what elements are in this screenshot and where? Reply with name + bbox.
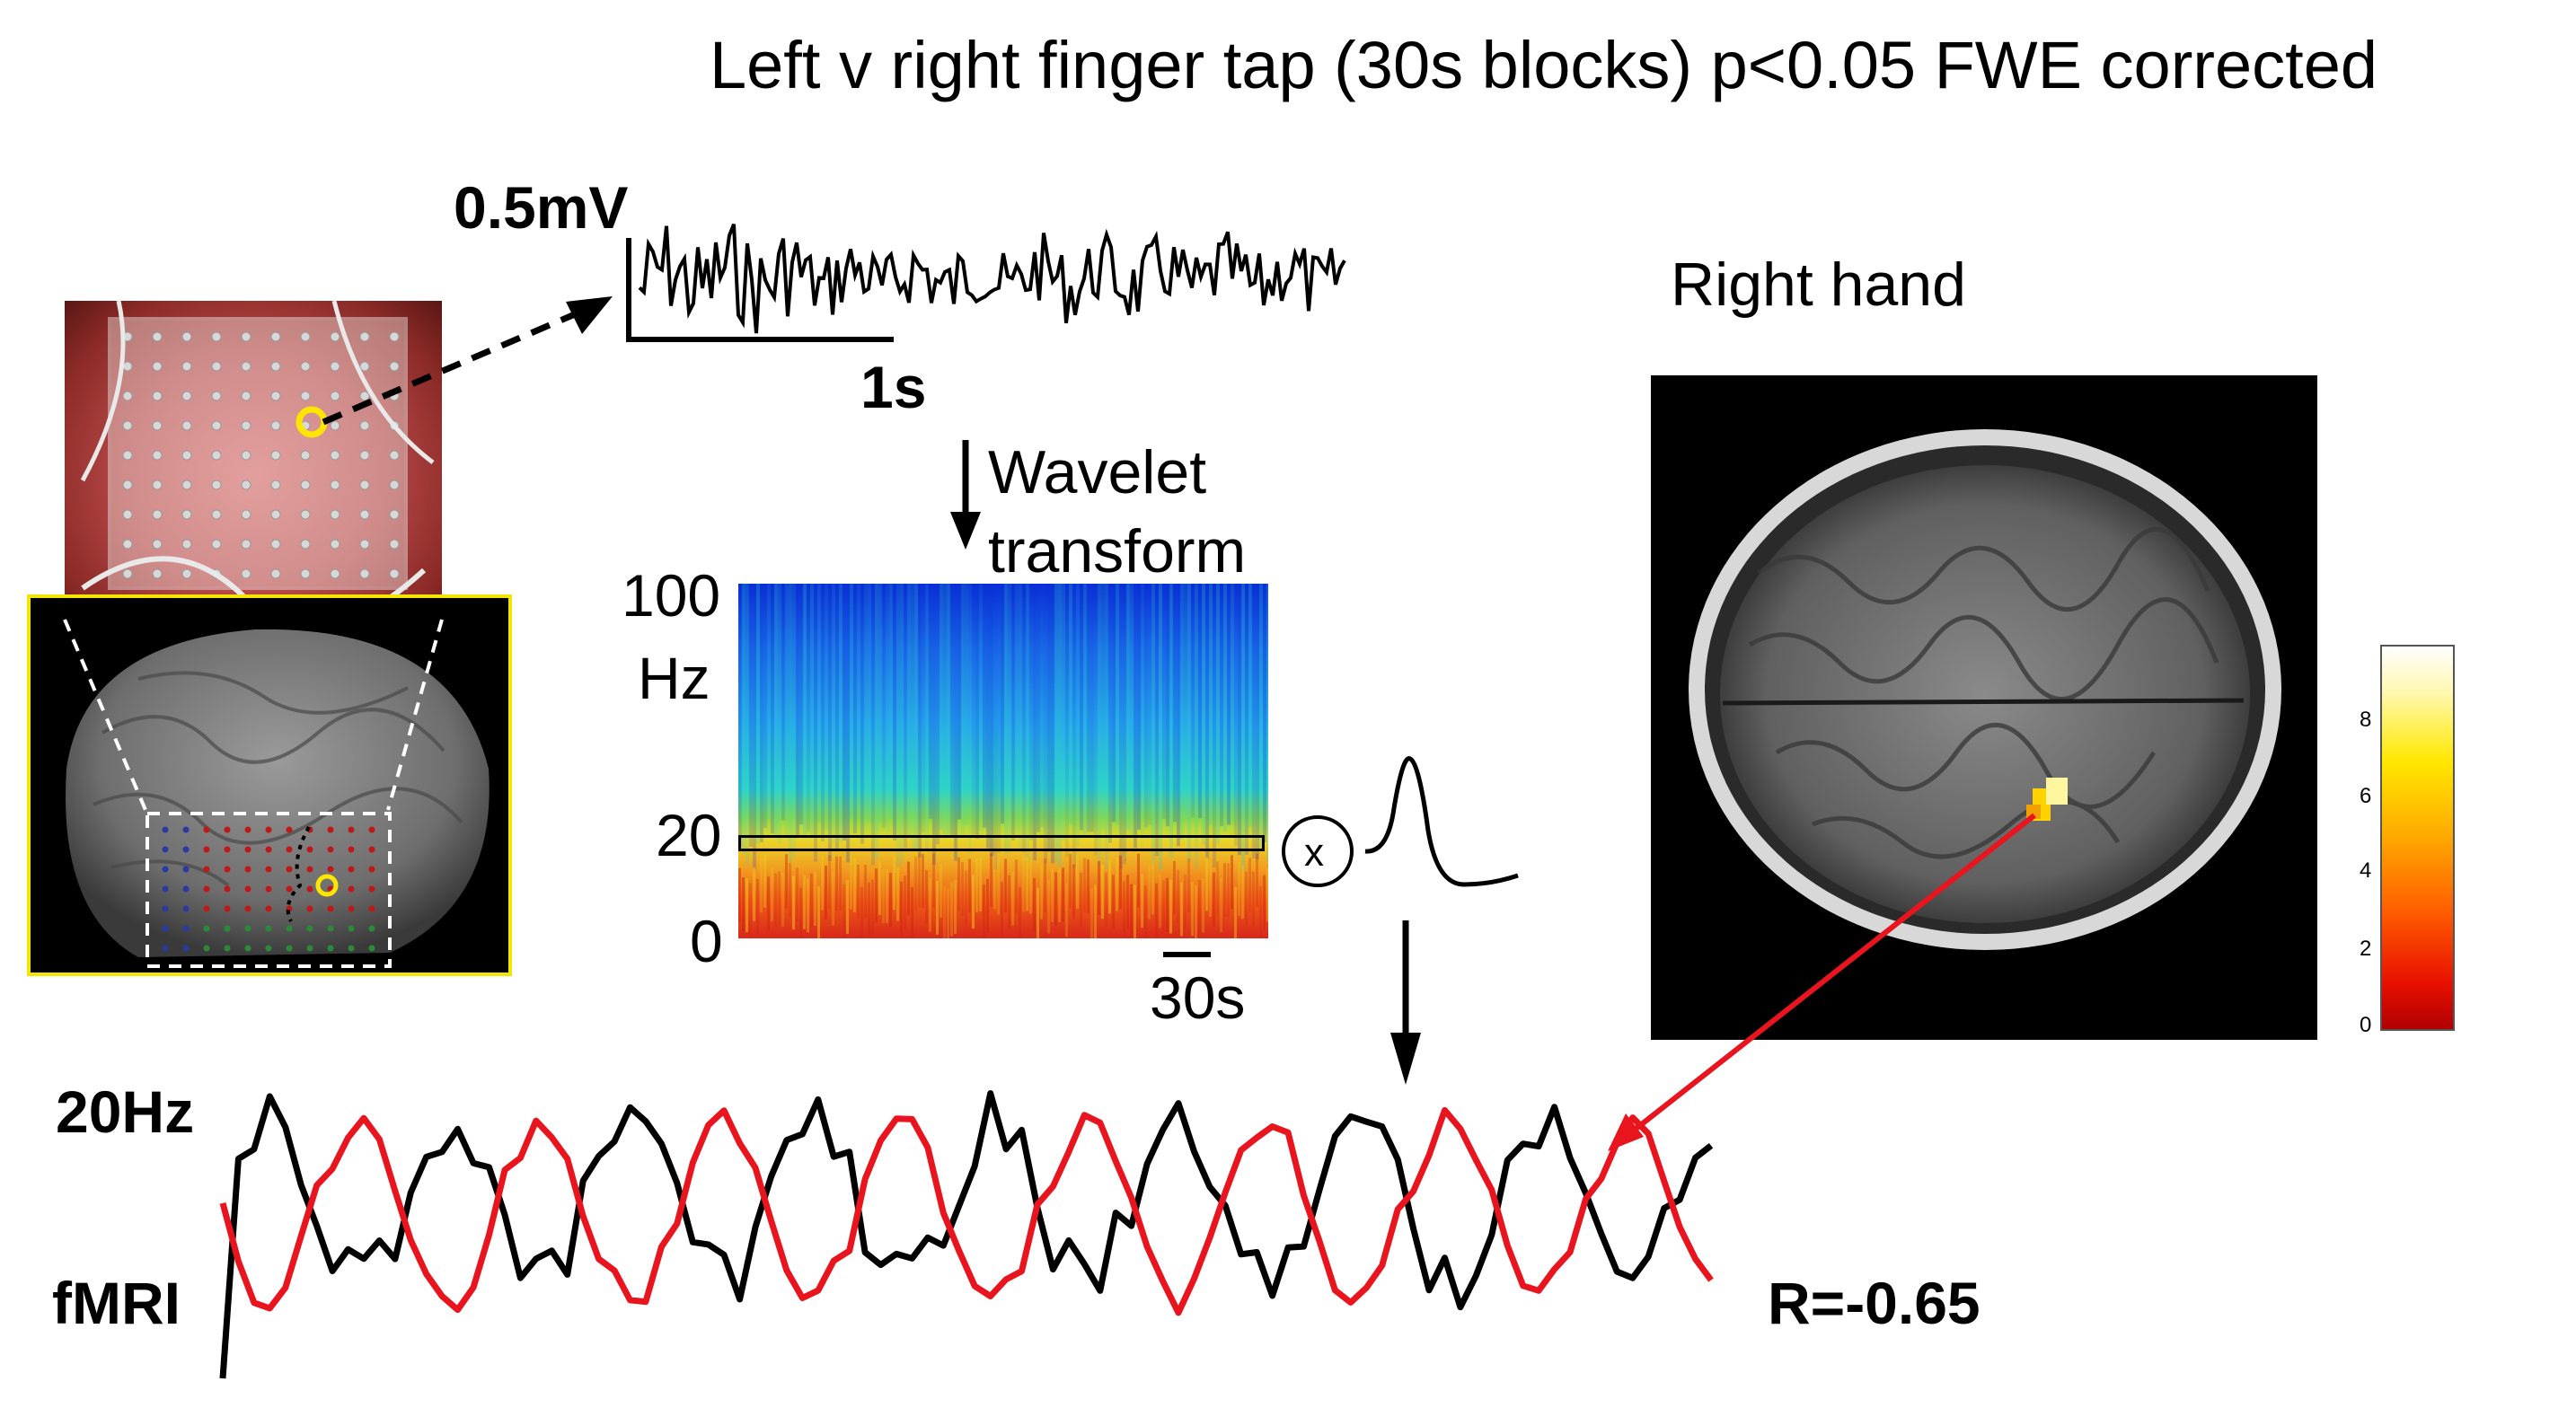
freq-tick-20: 20 bbox=[656, 802, 722, 868]
colorbar-tick-6: 6 bbox=[2360, 784, 2372, 808]
colorbar-tick-2: 2 bbox=[2360, 937, 2372, 961]
spectrogram-time-label: 30s bbox=[1150, 964, 1246, 1031]
time-scale-label: 1s bbox=[860, 354, 927, 420]
freq-tick-0: 0 bbox=[690, 908, 723, 974]
colorbar-tick-4: 4 bbox=[2360, 858, 2372, 883]
ecog-20hz-timecourse bbox=[219, 1090, 1714, 1379]
freq-unit: Hz bbox=[638, 645, 710, 711]
mri-slice bbox=[1651, 375, 2317, 1040]
spectrogram bbox=[738, 584, 1268, 938]
wavelet-label-2: transform bbox=[988, 517, 1247, 585]
colorbar-tick-8: 8 bbox=[2360, 708, 2372, 732]
freq-tick-100: 100 bbox=[622, 562, 721, 629]
label-fmri: fMRI bbox=[52, 1270, 181, 1336]
amp-scale-label: 0.5mV bbox=[454, 174, 629, 241]
band-highlight bbox=[738, 835, 1265, 851]
brain-render bbox=[66, 629, 490, 968]
convolution-operator: x bbox=[1304, 831, 1324, 875]
figure-title: Left v right finger tap (30s blocks) p<0… bbox=[710, 28, 2378, 102]
colorbar bbox=[2380, 645, 2455, 1031]
fmri-panel-label: Right hand bbox=[1671, 251, 1966, 319]
colorbar-tick-0: 0 bbox=[2360, 1013, 2372, 1037]
label-20hz: 20Hz bbox=[56, 1078, 195, 1145]
fmri-timecourse bbox=[219, 1106, 1714, 1316]
spectrogram-texture bbox=[738, 584, 1268, 938]
wavelet-label-1: Wavelet bbox=[988, 438, 1207, 506]
correlation-value: R=-0.65 bbox=[1768, 1270, 1981, 1336]
